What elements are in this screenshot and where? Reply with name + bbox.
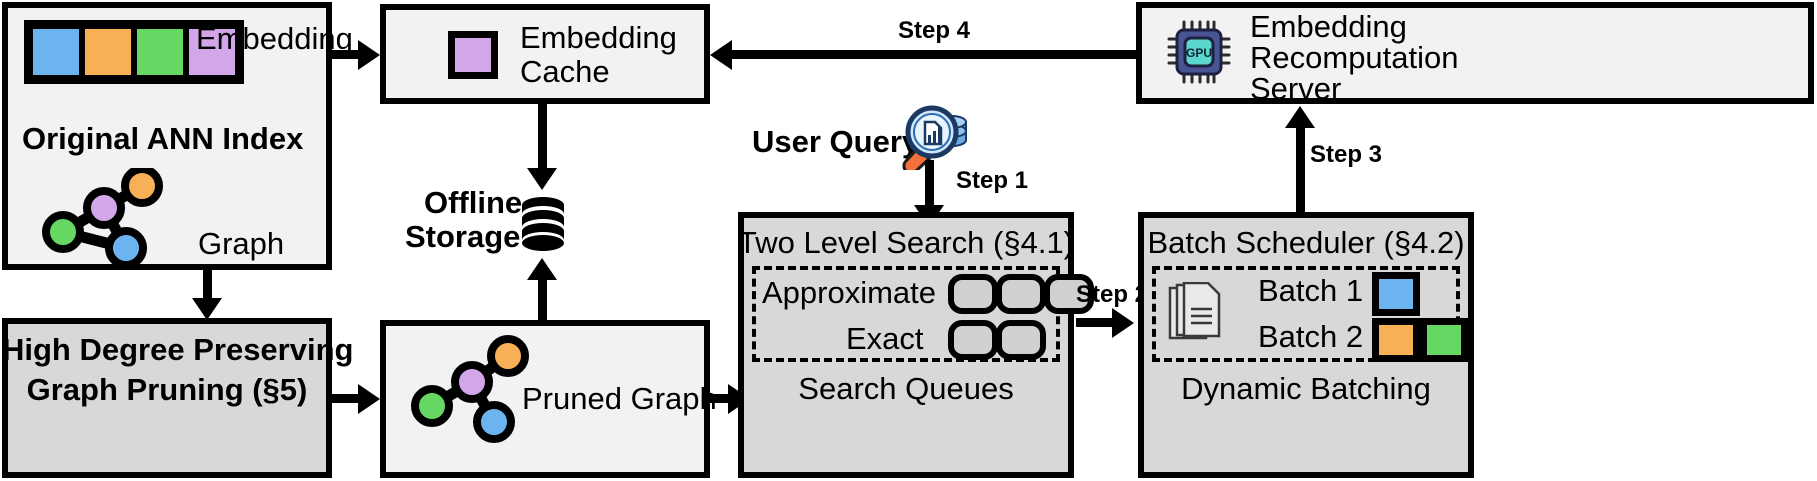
embedding-cache-swatch <box>448 31 498 79</box>
embedding-label: Embedding <box>196 21 353 56</box>
arrow-step1-line <box>925 160 934 208</box>
embedding-swatch-green <box>134 26 186 78</box>
batch-2-swatch-orange <box>1372 318 1420 362</box>
offline-storage-label-line2: Storage <box>405 219 521 254</box>
user-query-label: User Query <box>752 124 920 159</box>
arrow-pruning-to-pruned-line <box>332 394 368 403</box>
approximate-queue-slot <box>996 274 1046 314</box>
graph-pruning-panel <box>2 318 332 478</box>
batch-scheduler-panel <box>1138 212 1474 478</box>
arrow-cache-to-storage-head <box>527 168 557 190</box>
arrow-pruned-to-storage-line <box>538 280 547 322</box>
arrow-index-to-pruning-line <box>203 270 212 300</box>
arrow-index-to-cache-line <box>332 50 368 59</box>
recomputation-server-line3: Server <box>1250 71 1342 106</box>
arrow-index-to-pruning-head <box>192 298 222 320</box>
arrow-step2-head <box>1112 308 1134 338</box>
arrow-step4-head <box>710 40 732 70</box>
batch-1-label: Batch 1 <box>1258 273 1364 308</box>
step1-label: Step 1 <box>956 167 1029 194</box>
pruned-graph-icon <box>411 335 529 443</box>
svg-text:GPU: GPU <box>1186 46 1212 60</box>
batch-scheduler-title: Batch Scheduler (§4.2) <box>1147 225 1465 260</box>
batch-1-swatch-blue <box>1372 272 1420 316</box>
arrow-step4-line <box>730 50 1138 59</box>
step4-label: Step 4 <box>898 17 971 44</box>
search-database-icon <box>902 105 967 170</box>
arrow-step2-line <box>1076 318 1120 327</box>
database-cylinder-icon <box>522 197 564 251</box>
embedding-cache-panel <box>380 4 710 104</box>
step3-label: Step 3 <box>1310 141 1383 168</box>
embedding-cache-title-line1: Embedding <box>520 20 677 55</box>
two-level-search-title: Two Level Search (§4.1) <box>738 225 1075 260</box>
recomputation-server-line2: Recomputation <box>1250 40 1459 75</box>
batch-2-swatch-green <box>1420 318 1468 362</box>
recomputation-server-panel <box>1136 2 1814 104</box>
search-queues-dashed-region <box>752 266 1060 362</box>
recomputation-server-line1: Embedding <box>1250 9 1407 44</box>
arrow-pruned-to-storage-head <box>527 258 557 280</box>
pruned-graph-label: Pruned Graph <box>522 381 717 416</box>
approximate-queue-slot <box>1044 274 1094 314</box>
dynamic-batching-footer: Dynamic Batching <box>1181 371 1431 406</box>
embedding-swatch-blue <box>30 26 82 78</box>
embedding-cache-title-line2: Cache <box>520 54 610 89</box>
exact-queue-slot <box>996 320 1046 360</box>
offline-storage-label-line1: Offline <box>424 185 523 220</box>
ann-graph-icon <box>42 168 163 266</box>
arrow-pruning-to-pruned-head <box>358 384 380 414</box>
exact-queue-slot <box>948 320 998 360</box>
arrow-step3-line <box>1296 128 1305 212</box>
batch-2-label: Batch 2 <box>1258 319 1364 354</box>
documents-icon <box>1168 282 1221 340</box>
graph-pruning-title-line1: High Degree Preserving <box>2 332 354 367</box>
search-row-exact-label: Exact <box>846 321 924 356</box>
arrow-index-to-cache-head <box>358 40 380 70</box>
approximate-queue-slot <box>948 274 998 314</box>
embedding-swatch-strip <box>24 20 244 84</box>
graph-label: Graph <box>198 226 285 261</box>
search-row-approximate-label: Approximate <box>762 275 937 310</box>
arrow-cache-to-storage-line <box>538 104 547 168</box>
embedding-swatch-orange <box>82 26 134 78</box>
dynamic-batching-dashed-region <box>1152 266 1460 362</box>
graph-pruning-title-line2: Graph Pruning (§5) <box>26 372 308 407</box>
original-ann-index-title: Original ANN Index <box>22 121 304 156</box>
gpu-chip-icon: GPU <box>1167 20 1231 84</box>
arrow-pruned-to-search-line <box>710 394 740 403</box>
embedding-swatch-purple <box>186 26 238 78</box>
search-queues-footer: Search Queues <box>798 371 1014 406</box>
arrow-step3-head <box>1285 106 1315 128</box>
